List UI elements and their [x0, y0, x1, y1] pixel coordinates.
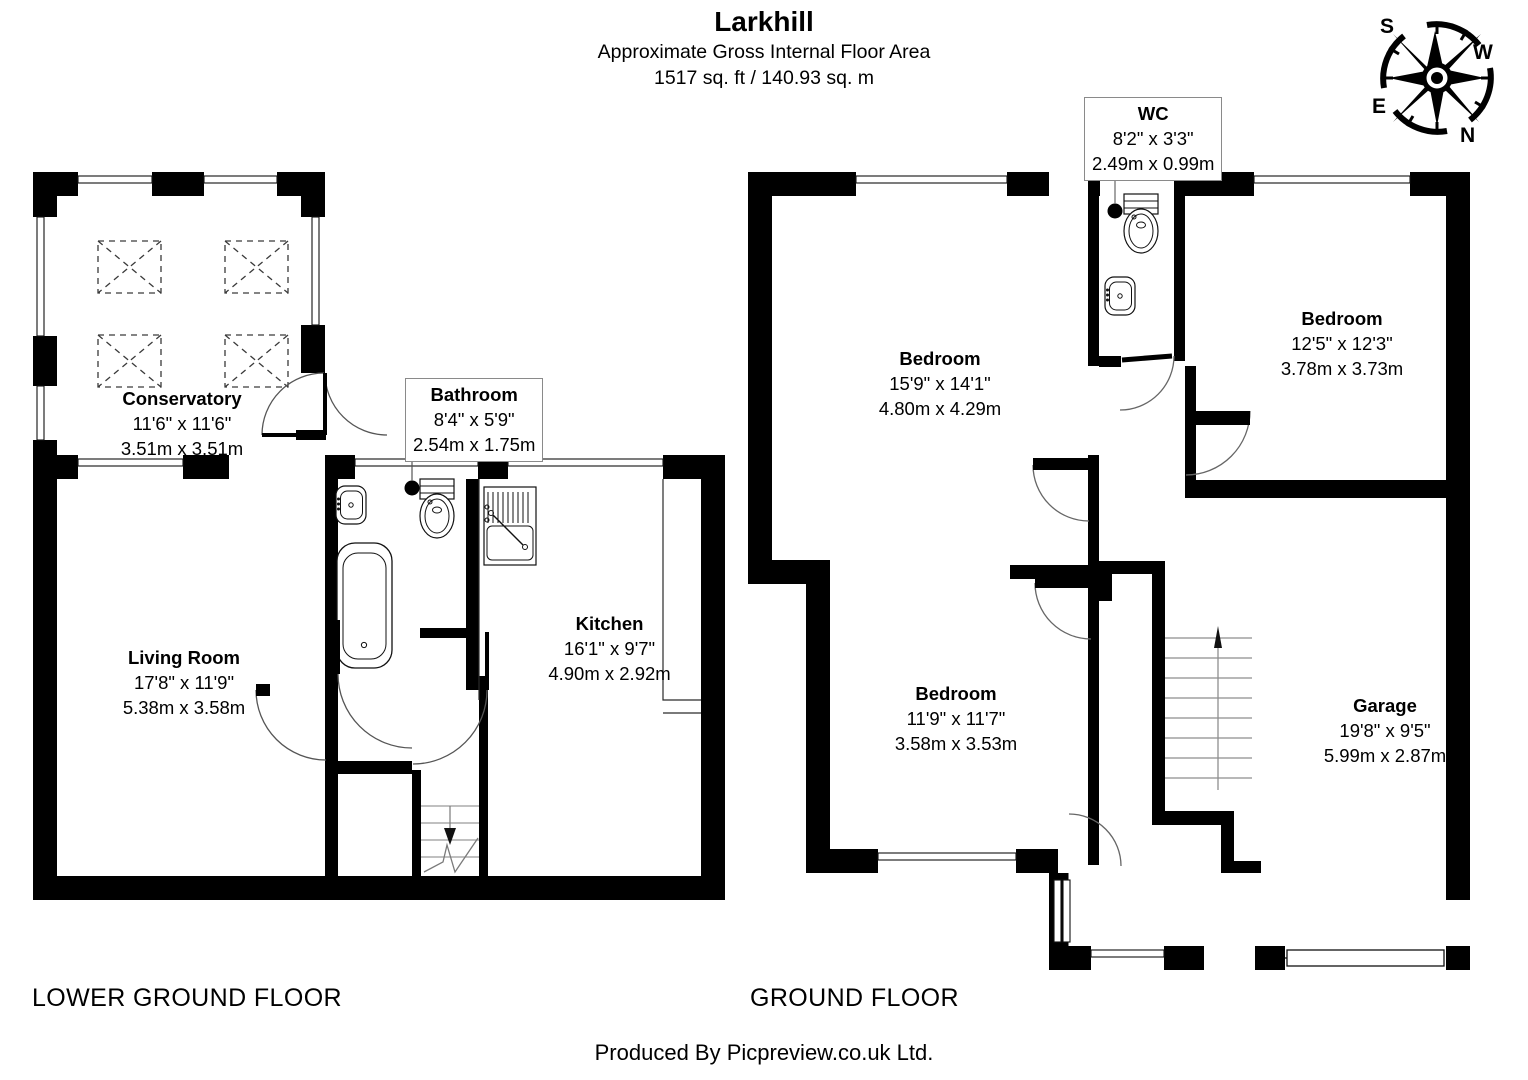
bath-soil-pipe-dot — [404, 480, 420, 496]
ground-floor-plan — [748, 107, 1470, 970]
entry-side-glazing — [1053, 879, 1071, 943]
compass-label-s: S — [1380, 15, 1395, 38]
floor-caption-ground: GROUND FLOOR — [750, 984, 959, 1012]
lower-ground-floor-plan — [33, 172, 725, 900]
bath-toilet-icon — [419, 478, 455, 539]
lower-ground-door-jambs — [256, 430, 478, 696]
lower-ground-doors — [255, 372, 488, 765]
room-label-bedroom-front: Bedroom 11'9" x 11'7" 3.58m x 3.53m — [894, 683, 1018, 754]
producer-credit: Produced By Picpreview.co.uk Ltd. — [594, 1040, 934, 1065]
room-label-garage: Garage 19'8" x 9'5" 5.99m x 2.87m — [1323, 695, 1447, 766]
compass-label-w: W — [1473, 41, 1493, 64]
compass-label-n: N — [1460, 124, 1476, 147]
room-label-conservatory: Conservatory 11'6" x 11'6" 3.51m x 3.51m — [120, 388, 244, 459]
ground-floor-door-jambs — [1033, 356, 1250, 588]
room-label-bedroom-rear: Bedroom 12'5" x 12'3" 3.78m x 3.73m — [1280, 308, 1404, 379]
conservatory-roof-panels — [97, 240, 289, 388]
ground-floor-door-leaves — [1121, 353, 1173, 363]
room-label-living-room: Living Room 17'8" x 11'9" 5.38m x 3.58m — [122, 647, 246, 718]
bathroom-fixtures — [335, 455, 455, 669]
room-label-bathroom: Bathroom 8'4" x 5'9" 2.54m x 1.75m — [405, 378, 544, 462]
bath-basin-icon — [335, 485, 367, 525]
wc-soil-pipe-dot — [1107, 203, 1123, 219]
garage-door — [1285, 949, 1445, 967]
wc-basin-icon — [1104, 276, 1136, 316]
ground-floor-staircase — [1165, 626, 1252, 790]
kitchen-fixtures — [478, 479, 701, 714]
room-label-bedroom-main: Bedroom 15'9" x 14'1" 4.80m x 4.29m — [878, 348, 1002, 419]
ground-floor-walls — [748, 172, 1470, 970]
compass-rose-icon — [1380, 21, 1494, 135]
lower-ground-staircase — [421, 800, 479, 876]
bathtub-icon — [336, 542, 393, 669]
lower-ground-door-leaves — [262, 373, 489, 690]
room-label-wc: WC 8'2" x 3'3" 2.49m x 0.99m — [1084, 97, 1223, 181]
compass-rose: S W E N — [1362, 4, 1512, 152]
lower-ground-main-walls — [33, 455, 725, 900]
compass-label-e: E — [1372, 95, 1387, 118]
room-label-kitchen: Kitchen 16'1" x 9'7" 4.90m x 2.92m — [548, 613, 671, 684]
floor-caption-lower-ground: LOWER GROUND FLOOR — [32, 984, 342, 1012]
wc-toilet-icon — [1123, 193, 1159, 254]
